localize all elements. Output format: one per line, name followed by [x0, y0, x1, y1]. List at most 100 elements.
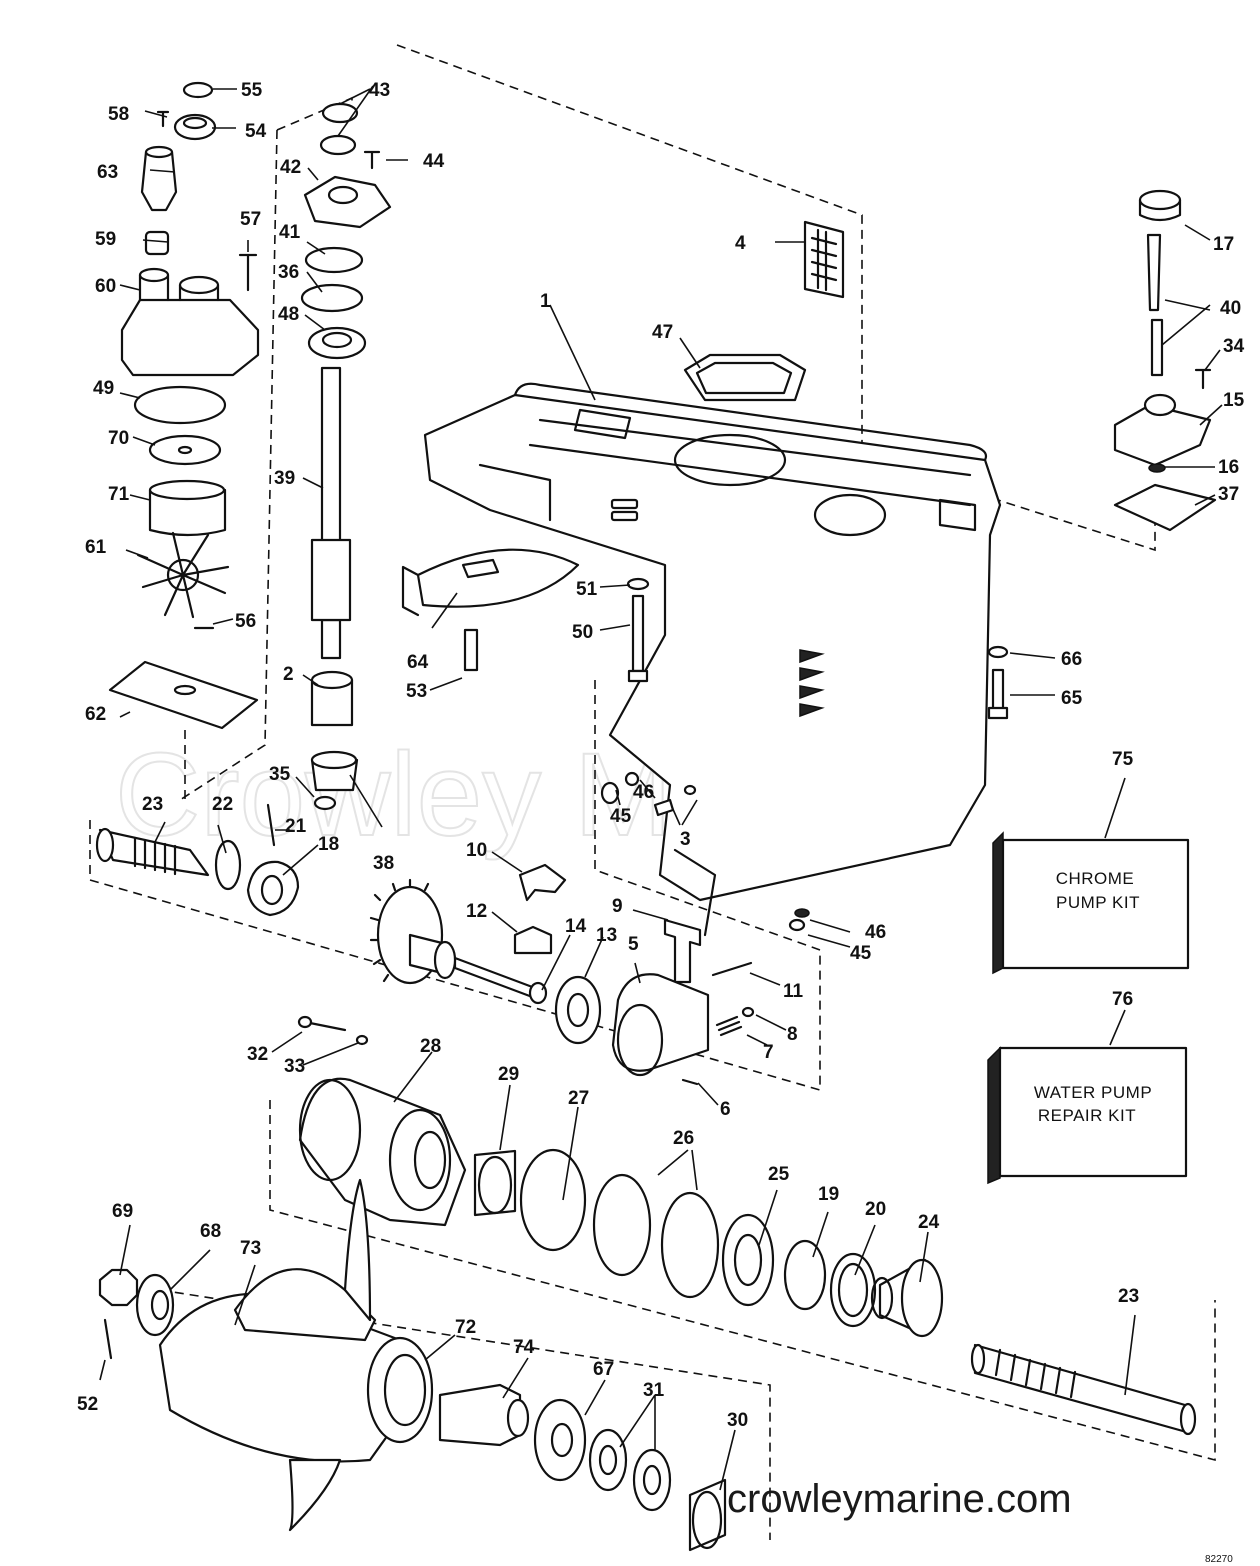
drawing-number: 82270	[1205, 1554, 1233, 1565]
callout-numbers: 1 2 3 4 5 6 7 8 9 10 11 12 13 14 15 16 1…	[77, 80, 1245, 1431]
shift-rod-parts	[1113, 189, 1217, 532]
callout-6: 6	[720, 1099, 731, 1120]
grille-4	[803, 220, 845, 299]
anode-64	[416, 548, 580, 608]
callout-63: 63	[97, 162, 118, 183]
bolt-65	[991, 668, 1005, 712]
forward-gear-parts	[95, 803, 457, 985]
screw-58	[156, 110, 170, 128]
rod-40b	[1150, 318, 1164, 377]
bolt-50	[631, 594, 645, 673]
gasket-36	[300, 283, 364, 313]
callout-56: 56	[235, 611, 256, 632]
callout-61: 61	[85, 537, 107, 558]
driveshaft-parts	[300, 102, 392, 811]
plate-70	[148, 434, 222, 466]
callout-2: 2	[283, 664, 294, 685]
pin-6	[681, 1078, 699, 1086]
callout-28: 28	[420, 1036, 441, 1057]
callout-11: 11	[783, 981, 804, 1002]
callout-22: 22	[212, 794, 233, 815]
callout-42: 42	[280, 157, 301, 178]
rod-40a	[1146, 233, 1162, 312]
chrome-pump-kit: CHROME PUMP KIT	[992, 831, 1190, 975]
spring-7	[715, 1015, 743, 1037]
callout-59: 59	[95, 229, 116, 250]
callout-44: 44	[423, 151, 445, 172]
callout-21: 21	[285, 816, 307, 837]
seal-31a	[588, 1428, 628, 1492]
gasket-49	[133, 385, 227, 425]
cam-10	[518, 863, 567, 902]
detent-ball-8	[741, 1006, 755, 1018]
callout-52: 52	[77, 1394, 98, 1415]
callout-37: 37	[1218, 484, 1239, 505]
assembly-boundaries	[89, 44, 1216, 1540]
callout-48: 48	[278, 304, 299, 325]
thrust-washer-19	[783, 1239, 827, 1311]
o-ring-16	[1148, 463, 1166, 473]
callout-29: 29	[498, 1064, 519, 1085]
lockwasher-66	[987, 645, 1009, 659]
callout-69: 69	[112, 1201, 133, 1222]
callout-14: 14	[565, 916, 587, 937]
cup-71	[148, 488, 227, 537]
gearcase-housing-1	[423, 382, 1002, 937]
callout-18: 18	[318, 834, 339, 855]
callout-17: 17	[1213, 234, 1234, 255]
screw-57	[238, 253, 258, 292]
grommet-59	[144, 230, 170, 256]
callout-67: 67	[593, 1359, 614, 1380]
screw-53	[463, 628, 479, 672]
callout-71: 71	[108, 484, 130, 505]
callout-64: 64	[407, 652, 429, 673]
callout-20: 20	[865, 1199, 886, 1220]
callout-70: 70	[108, 428, 129, 449]
callout-54: 54	[245, 121, 267, 142]
leader-lines	[99, 85, 1223, 1491]
callout-38: 38	[373, 853, 394, 874]
seal-31b	[632, 1448, 672, 1512]
callout-74: 74	[513, 1337, 535, 1358]
callout-30: 30	[727, 1410, 748, 1431]
bearing-housing-row	[297, 1015, 1197, 1436]
callout-33: 33	[284, 1056, 305, 1077]
callout-3: 3	[680, 829, 691, 850]
callout-43: 43	[369, 80, 390, 101]
water-pump-parts	[108, 81, 260, 730]
callout-46: 46	[633, 782, 654, 803]
callout-53: 53	[406, 681, 427, 702]
propeller-73	[158, 1178, 434, 1532]
callout-72: 72	[455, 1317, 476, 1338]
callout-40: 40	[1220, 298, 1241, 319]
callout-35: 35	[269, 764, 291, 785]
callout-62: 62	[85, 704, 106, 725]
housing-60	[120, 298, 260, 377]
clutch-dog-5	[611, 973, 710, 1072]
callout-10: 10	[466, 840, 487, 861]
retaining-ring-26b	[660, 1191, 720, 1299]
callout-12: 12	[466, 901, 487, 922]
seal-43b	[319, 134, 357, 156]
thrust-washer-18	[246, 860, 300, 917]
grommet-55	[182, 81, 214, 99]
website-text: crowleymarine.com	[727, 1477, 1072, 1521]
callout-31: 31	[643, 1380, 665, 1401]
callout-36: 36	[278, 262, 299, 283]
callout-23: 23	[1118, 1286, 1139, 1307]
shift-linkage-parts	[453, 863, 755, 1086]
propeller-parts	[98, 1178, 727, 1552]
callout-55: 55	[241, 80, 263, 101]
callout-49: 49	[93, 378, 114, 399]
screw-45a	[600, 781, 620, 805]
propshaft-23b	[970, 1343, 1197, 1436]
nut-35	[313, 795, 337, 811]
callout-39: 39	[274, 468, 295, 489]
callout-34: 34	[1223, 336, 1245, 357]
callout-66: 66	[1061, 649, 1082, 670]
thrust-bearing-20	[829, 1252, 877, 1328]
callout-25: 25	[768, 1164, 790, 1185]
water-pump-kit-line1: WATER PUMP	[1034, 1083, 1152, 1102]
callout-45: 45	[850, 943, 872, 964]
